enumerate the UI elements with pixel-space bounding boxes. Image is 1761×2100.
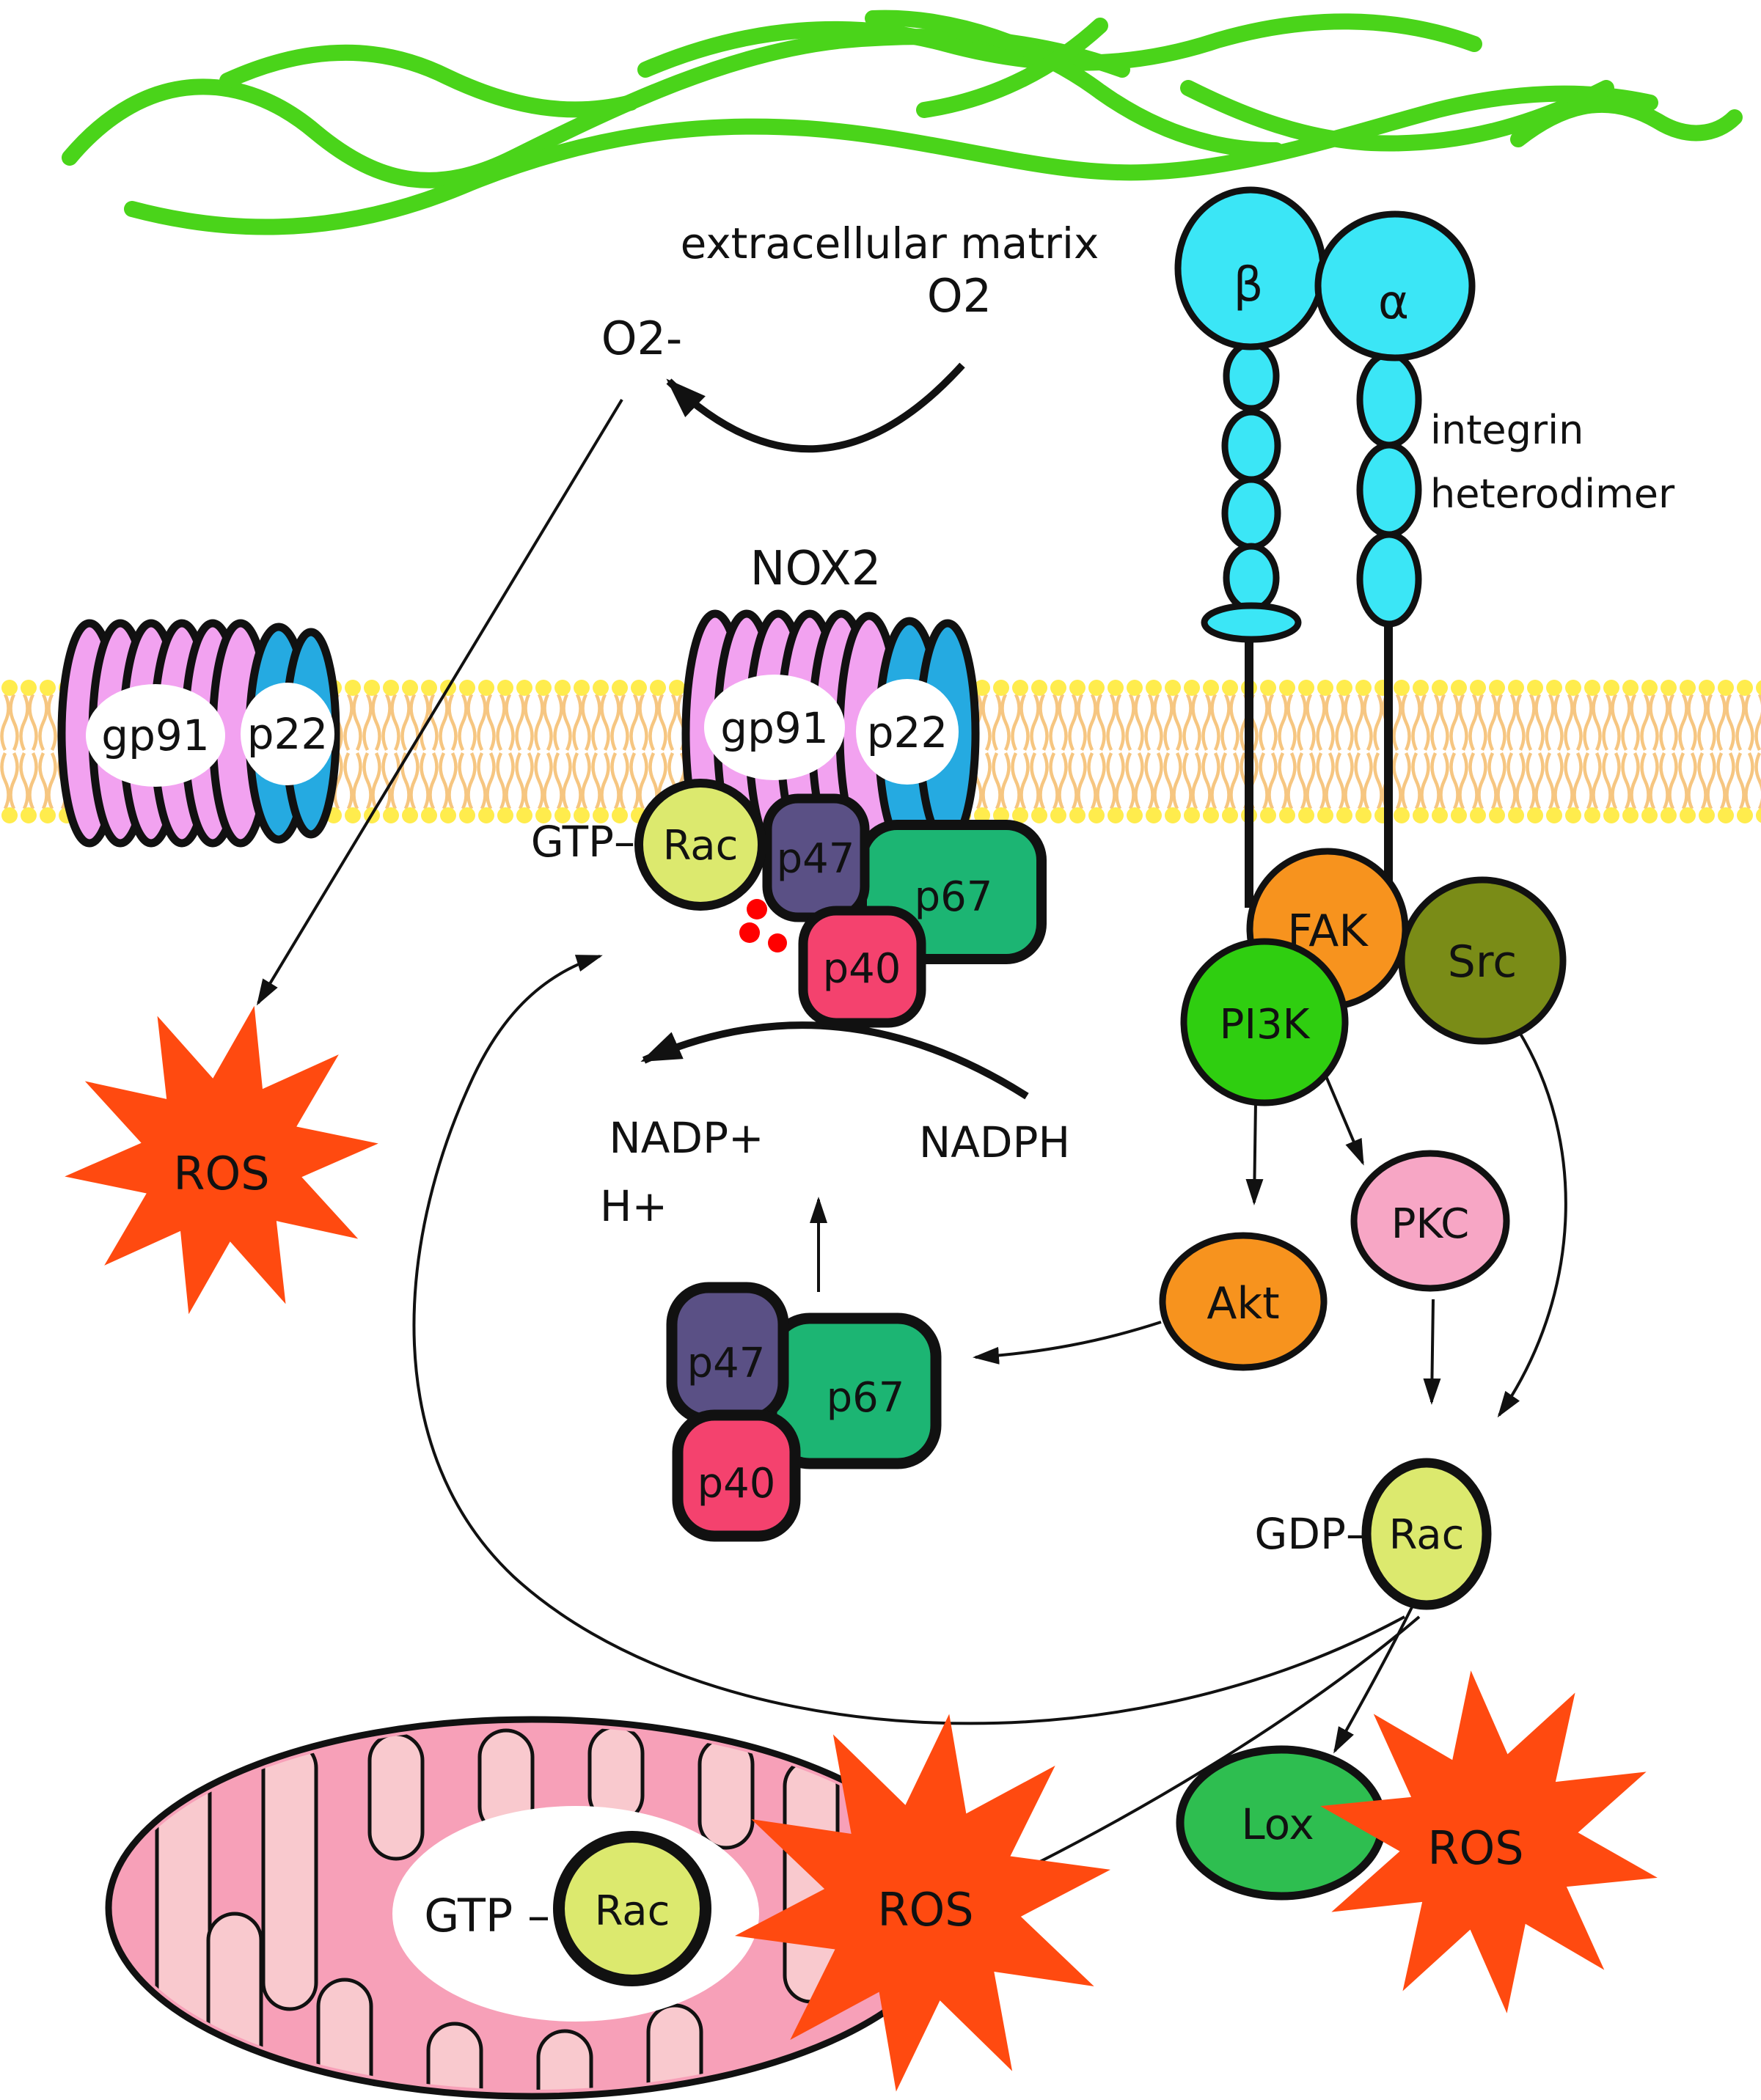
p47-membrane-label: p47 <box>777 835 855 883</box>
akt-node <box>1159 1232 1328 1371</box>
p67-cytosolic-label: p67 <box>827 1374 905 1422</box>
crista <box>646 2003 703 2090</box>
ecm-fiber <box>637 13 1482 78</box>
p40-membrane-label: p40 <box>823 945 901 993</box>
arrow-o2-to-superoxide <box>666 362 965 453</box>
p67-membrane-label: p67 <box>915 873 993 921</box>
p40-cytosolic <box>672 1409 801 1542</box>
phosphorylation-dots <box>739 899 787 952</box>
crista <box>206 1912 263 2090</box>
ros-mito-label: ROS <box>877 1883 973 1936</box>
integrin-caption-line2: heterodimer <box>1430 471 1675 517</box>
integrin-beta-bead <box>1223 340 1280 412</box>
p40-cytosolic-label: p40 <box>698 1460 776 1508</box>
crista <box>536 2029 593 2090</box>
extracellular-matrix-label: extracellular matrix <box>681 219 1099 268</box>
ecm-fiber <box>916 18 1108 118</box>
gp91-left-label: gp91 <box>101 711 209 760</box>
integrin-beta-label: β <box>1234 258 1264 312</box>
crista <box>261 1739 318 2011</box>
integrin-caption-line1: integrin <box>1430 407 1584 453</box>
gp91-nox2-label: gp91 <box>720 703 828 753</box>
integrin-beta-bead <box>1221 408 1281 483</box>
gtp-rac-mito-node <box>553 1831 711 1986</box>
ros-left-label: ROS <box>173 1147 269 1200</box>
ecm-fiber <box>219 44 639 118</box>
p22-left-label: p22 <box>247 709 329 759</box>
integrin-beta-bead <box>1223 543 1280 613</box>
pkc-node <box>1350 1150 1510 1292</box>
crista <box>426 2022 483 2090</box>
superoxide-label: O2- <box>601 312 683 365</box>
gtp-membrane-label: GTP– <box>531 817 635 867</box>
arrow-akt-to-cytosolic-complex <box>973 1321 1162 1365</box>
arrow-gdprac-to-membrane-complex <box>412 955 1405 1725</box>
integrin-alpha-bead <box>1356 441 1422 538</box>
integrin-alpha-bead <box>1356 531 1422 628</box>
p22-label-bg <box>856 679 959 785</box>
pkc-label: PKC <box>1391 1200 1470 1248</box>
ros-right-label: ROS <box>1427 1821 1523 1875</box>
p22-nox2-label: p22 <box>867 708 948 757</box>
lox-label: Lox <box>1241 1799 1314 1849</box>
gp91-label-bg <box>86 684 225 787</box>
p22-label-bg <box>241 683 334 785</box>
nadp-label: NADP+ <box>609 1113 764 1163</box>
rac-membrane <box>634 779 766 911</box>
ecm-fiber <box>124 85 1658 235</box>
phospho-dot-icon <box>747 899 767 919</box>
fak-label: FAK <box>1287 906 1369 957</box>
ecm-fiber <box>865 10 1284 158</box>
integrin-beta-bead <box>1221 476 1281 551</box>
nox2-label: NOX2 <box>750 542 882 596</box>
integrin-alpha-bead <box>1356 350 1422 449</box>
arrow-src-to-gdprac <box>1497 1029 1567 1418</box>
src-label: Src <box>1448 936 1517 988</box>
crista <box>698 1736 755 1850</box>
integrin-heterodimer <box>1174 186 1476 643</box>
hplus-label: H+ <box>600 1181 667 1231</box>
integrin-alpha-head <box>1314 210 1476 361</box>
gdp-rac-node <box>1361 1458 1492 1610</box>
ecm-fiber <box>1510 96 1743 147</box>
pi3k-node <box>1180 938 1349 1106</box>
phospho-dot-icon <box>739 922 760 943</box>
arrow-fak-pi3k-to-pkc <box>1325 1076 1364 1166</box>
rac-membrane-label: Rac <box>663 822 739 870</box>
p40-membrane <box>798 906 926 1028</box>
gdp-label: GDP– <box>1254 1509 1367 1559</box>
extracellular-matrix-fibers <box>62 10 1743 235</box>
arrow-gdprac-to-mito-ros <box>1000 1615 1421 1881</box>
arrow-gdprac-to-lox-ros <box>1333 1607 1413 1754</box>
integrin-alpha-label: α <box>1378 276 1409 330</box>
integrin-beta-bead <box>1201 602 1302 643</box>
p47-cytosolic-label: p47 <box>687 1340 766 1387</box>
arrow-superoxide-to-ros <box>256 398 623 1006</box>
crista <box>367 1732 425 1861</box>
pi3k-label: PI3K <box>1220 1001 1311 1049</box>
nadph-label: NADPH <box>919 1117 1070 1167</box>
rac-mito-label: Rac <box>595 1887 670 1935</box>
arrow-pi3k-to-akt <box>1245 1101 1264 1205</box>
rac-gdp-label: Rac <box>1389 1511 1465 1559</box>
arrow-nadph-to-nadp <box>640 1021 1029 1100</box>
arrow-pkc-to-gdprac <box>1423 1299 1441 1405</box>
akt-label: Akt <box>1207 1278 1279 1329</box>
gp91-label-bg <box>704 675 845 780</box>
gtp-mito-label: GTP – <box>424 1889 550 1942</box>
o2-label: O2 <box>927 269 992 323</box>
mito-cristae <box>155 1726 840 2090</box>
phospho-dot-icon <box>768 933 787 952</box>
